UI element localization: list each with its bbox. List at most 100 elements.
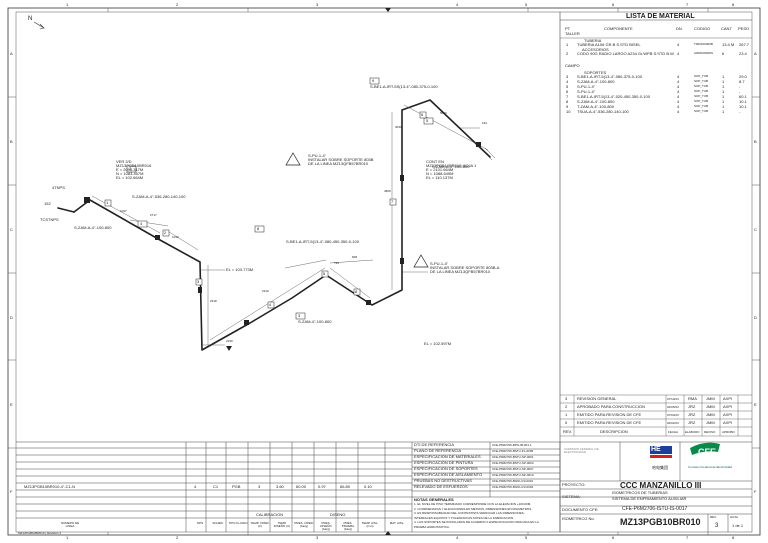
ruler-col-6: 6 [612,2,615,7]
notes-title: NOTAS GENERALES [414,497,454,502]
bom-row-cod: SOP_TUB [694,89,709,93]
rev-row-desc: EMITIDO PARA REVISION DE CFE [577,420,642,425]
bom-row-peso: 10.1 [739,99,747,104]
rev-row-por: JRZ [688,420,696,425]
rev-h-rev: REV. [563,429,572,434]
bom-row-dn: 4 [677,109,680,114]
bom-row-dn: 4 [677,99,680,104]
line-table-header: TEMP. AISL. (mm) [361,521,379,528]
line-nps: 4 [194,484,197,489]
bom-row-comp: S-PU-1-4" [577,84,596,89]
rev-row-desc: APROBADO PARA CONSTRUCCION [577,404,645,409]
bom-row-dn: 4 [677,84,680,89]
bom-row-comp: S-ZAM-A-4"-100-800 [577,79,615,84]
bom-row-pt: 5 [566,84,569,89]
cfe-sub: Comision Federal de Electricidad [688,465,733,469]
line-fluid: PGB [232,484,241,489]
note-line: 3. ES RESPONSABILIDAD DEL CONTRATISTA VE… [414,511,525,515]
ruler-col-8: 8 [732,2,735,7]
bom-row-cant: 1 [722,99,725,104]
ruler-row-e-right: E [754,402,757,407]
rev-label: REV. [710,515,717,519]
item-box-5: 5 [323,271,326,276]
sistema-label: SISTEMA: [562,494,581,499]
bom-row-cant: 1 [722,104,725,109]
bom-row-peso: 23.4 [739,51,747,56]
note-line: INTERFACES EQUIPOS Y TOLERANCIAS ANTES D… [414,515,514,520]
bom-row-peso: 10.1 [739,104,747,109]
ruler-row-d: D [10,315,13,320]
bom-row-cod: SOP_TUB [694,84,709,88]
ruler-col-5: 5 [525,2,528,7]
line-sub-calibracion: CALIBRACION [256,512,284,517]
sistema-line-1: ISOMETRICOS DE TUBERIAS [612,490,668,495]
bom-row-peso: - [739,84,741,89]
line-table-header: PRES. DISEÑO (barg) [320,521,332,531]
rev-row-por: RMA [688,396,697,401]
bom-row-cant: 6 [722,51,725,56]
ruler-col-4-bottom: 4 [456,535,459,540]
proyecto-name: CCC MANZANILLO III [620,481,702,490]
bom-callout-3: 3 [298,313,301,318]
support-label-4: S-ZAM-A-4"-100-800 [432,164,470,169]
ref-row-label: ESPECIFICACION DE AISLAMIENTO [414,472,483,477]
bom-row-cant: 1 [722,79,725,84]
item-box-1: 1 [106,200,109,205]
elevation-1: EL = 103.773M [226,267,254,272]
bom-sec-soportes: SOPORTES [584,70,607,75]
bom-callout-4: 4 [140,221,143,226]
bom-row-cant: 1 [722,84,725,89]
bom-row-pt: 3 [566,74,569,79]
bom-h-pt: PT [565,26,571,31]
line-p2: 0.97 [318,484,326,489]
support-note-1: S-PU-1-4" INSTALAR SOBRE SOPORTE 803B DE… [308,153,374,166]
note-line: PRUEBA HIDROSTATICA. [414,524,450,529]
bom-row-cant: 1 [722,89,725,94]
support-label-3: S-ZAM-4"-100-800 [298,319,332,324]
line-table-header: PRES. OPER. (barg) [294,521,314,528]
dim-11: 608 [352,255,358,259]
hoja-label: HOJA [730,515,739,519]
left-tag: 4TNPS [52,185,65,190]
bom-row-pt: 6 [566,89,569,94]
bom-row-cod: SOP_TUB [694,104,709,108]
elevation-2: EL = 102.597M [424,341,452,346]
bom-row-comp: CODO 90G RADIO LARGO A234 Gr.WPB S.STD B… [577,51,674,56]
bom-row-cod: SOP_TUB [694,74,709,78]
ruler-col-1-bottom: 1 [66,535,69,540]
ruler-col-2: 2 [176,2,179,7]
bom-callout-8: 8 [257,226,260,231]
item-box-8: 8 [355,289,358,294]
support-note-2: S-PU-1-4" INSTALAR SOBRE SOPORTE 803B-A … [430,261,500,274]
bom-row-dn: 4 [677,79,680,84]
rev-row-por: JRZ [688,412,696,417]
ruler-row-d-right: D [754,315,757,320]
bom-row-cant: 1 [722,74,725,79]
bom-row-comp: TUBERIA A106 GR.B S.STD BISEL [577,42,641,47]
bom-h-cod: CODIGO [694,26,711,31]
line-table-header: MAT. AISL. [389,521,405,525]
bom-h-dn: DN [676,26,682,31]
doc-number: CFE-P6M2706-ISTU-IS-0017 [622,506,688,512]
rev-row-fecha: 07/10/24 [667,397,679,401]
bom-row-comp: T-ZAM-A-4"-100-800 [577,104,614,109]
dim-12: 2190 [226,339,233,343]
ruler-col-6-bottom: 6 [612,535,615,540]
ref-row-label: ESPECIFICACION DE PINTURA [414,460,474,465]
bom-row-pt: 1 [566,42,569,47]
bom-row-cod: SOP_TUB [694,79,709,83]
bom-row-dn: 4 [677,89,680,94]
bom-row-cant: 1 [722,94,725,99]
rev-row-reviso: JMM [706,420,715,425]
ruler-col-7-bottom: 7 [686,535,689,540]
ref-row-label: PRUEBAS NO DESTRUCTIVAS [414,478,472,483]
bom-row-peso: 8.7 [739,79,745,84]
bom-row-comp: S-BE1-A-IRT-5(13-4"-020-450-350-0-100 [577,94,650,99]
item-box-2: 2 [164,230,167,235]
rev-h-elaboro: ELABORO [685,430,700,434]
rev-row-rev: 0 [565,420,568,425]
client-small: COMISION FEDERAL DE ELECTRICIDAD [564,447,599,454]
note-line: 4. LOS SOPORTES SE INSTALARAN DE ACUERDO… [414,520,539,524]
dim-8: 4809 [384,189,391,193]
ref-row-value: CFE-P6M2706-BSTU-SP-0007 [492,467,534,471]
